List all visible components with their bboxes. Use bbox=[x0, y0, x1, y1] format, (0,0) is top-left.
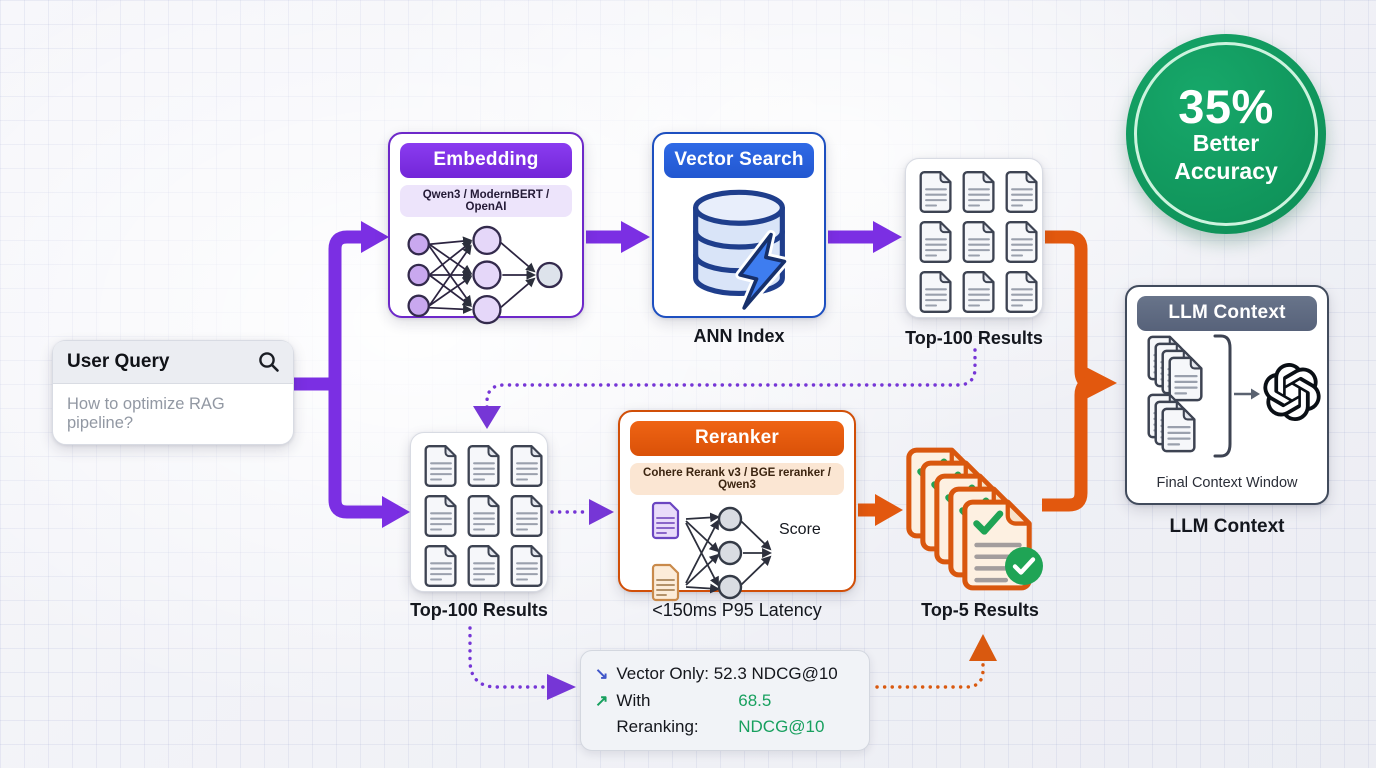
document-icon bbox=[466, 544, 502, 588]
metric-vector-only-text: Vector Only: 52.3 NDCG@10 bbox=[616, 664, 838, 683]
user-query-header: User Query bbox=[53, 341, 293, 384]
document-icon bbox=[1159, 407, 1199, 453]
document-icon bbox=[1004, 220, 1040, 264]
bracket-icon bbox=[1213, 334, 1232, 458]
user-query-box: User Query How to optimize RAG pipeline? bbox=[52, 340, 294, 445]
top100-results-bottom-box bbox=[410, 432, 548, 592]
openai-logo-icon bbox=[1263, 363, 1321, 421]
document-icon bbox=[961, 270, 997, 314]
llm-context-header: LLM Context bbox=[1137, 296, 1317, 331]
top5-results-stack bbox=[903, 446, 1043, 596]
arrow-down-right-icon: ↘ bbox=[595, 666, 609, 683]
checkmark-badge-icon bbox=[1005, 547, 1043, 585]
document-grid bbox=[411, 433, 547, 599]
flow-top100-to-llm bbox=[1045, 230, 1091, 390]
embedding-header: Embedding bbox=[400, 143, 572, 178]
document-icon bbox=[918, 220, 954, 264]
arrowhead-top5 bbox=[875, 494, 903, 526]
llm-context-caption: LLM Context bbox=[1169, 516, 1285, 537]
embedding-models: Qwen3 / ModernBERT / OpenAI bbox=[400, 185, 572, 217]
top100-results-top-box bbox=[905, 158, 1043, 318]
arrowhead-dotted-down bbox=[473, 406, 501, 429]
vector-search-box: Vector Search bbox=[652, 132, 826, 318]
document-icon bbox=[509, 444, 545, 488]
top100-top-caption: Top-100 Results bbox=[905, 328, 1043, 348]
user-query-text: How to optimize RAG pipeline? bbox=[67, 395, 225, 432]
metric-with-reranking: ↗ With Reranking: 68.5 NDCG@10 bbox=[595, 688, 855, 741]
arrowhead-llm bbox=[1086, 367, 1117, 399]
arrow-up-right-icon: ↗ bbox=[595, 692, 609, 710]
metrics-box: ↘ Vector Only: 52.3 NDCG@10 ↗ With Reran… bbox=[580, 650, 870, 752]
document-peach-icon bbox=[651, 563, 680, 602]
top100-bottom-caption: Top-100 Results bbox=[410, 600, 548, 620]
document-icon bbox=[961, 170, 997, 214]
flow-dotted-top100-down bbox=[485, 348, 977, 410]
vector-search-header: Vector Search bbox=[664, 143, 814, 178]
reranker-models: Cohere Rerank v3 / BGE reranker / Qwen3 bbox=[630, 463, 844, 495]
arrowhead-top100-bottom bbox=[382, 496, 410, 528]
document-icon bbox=[423, 494, 459, 538]
flow-dotted-top100-to-metrics bbox=[468, 626, 550, 689]
flow-userquery-to-top100 bbox=[328, 384, 383, 519]
latency-caption: <150ms P95 Latency bbox=[652, 600, 822, 620]
arrowhead-dotted-reranker bbox=[589, 499, 614, 525]
document-icon bbox=[466, 494, 502, 538]
document-icon bbox=[466, 444, 502, 488]
document-grid bbox=[906, 159, 1042, 325]
user-query-title: User Query bbox=[67, 351, 170, 372]
context-doc-stack-bottom bbox=[1145, 393, 1207, 461]
badge-line1: Better bbox=[1192, 130, 1260, 157]
document-icon bbox=[961, 220, 997, 264]
ann-index-caption: ANN Index bbox=[693, 326, 785, 346]
document-icon bbox=[918, 170, 954, 214]
arrowhead-vector bbox=[621, 221, 650, 253]
embedding-box: Embedding Qwen3 / ModernBERT / OpenAI bbox=[388, 132, 584, 325]
reranker-score-icon bbox=[651, 501, 772, 602]
document-icon bbox=[1004, 270, 1040, 314]
neural-network-icon bbox=[407, 225, 563, 325]
document-icon bbox=[423, 544, 459, 588]
document-icon bbox=[1004, 170, 1040, 214]
metric-reranking-value: 68.5 NDCG@10 bbox=[738, 690, 825, 737]
accuracy-badge: 35% Better Accuracy bbox=[1126, 34, 1326, 234]
badge-line2: Accuracy bbox=[1174, 157, 1278, 184]
reranker-box: Reranker Cohere Rerank v3 / BGE reranker… bbox=[618, 410, 856, 602]
arrowhead-dotted-top5 bbox=[969, 634, 997, 661]
arrowhead-dotted-metrics bbox=[547, 674, 576, 700]
metric-vector-only: ↘ Vector Only: 52.3 NDCG@10 bbox=[595, 661, 855, 688]
arrow-right-icon bbox=[1234, 388, 1260, 400]
document-purple-icon bbox=[651, 501, 680, 540]
metric-reranking-label: With Reranking: bbox=[616, 690, 699, 737]
search-icon bbox=[259, 352, 279, 372]
badge-percent: 35% bbox=[1178, 80, 1274, 134]
document-icon bbox=[423, 444, 459, 488]
document-icon bbox=[509, 544, 545, 588]
flow-top5-to-llm bbox=[1042, 377, 1091, 512]
document-icon bbox=[918, 270, 954, 314]
arrowhead-top100-top bbox=[873, 221, 902, 253]
database-icon bbox=[693, 189, 790, 311]
arrowhead-embedding bbox=[361, 221, 389, 253]
top5-caption: Top-5 Results bbox=[921, 600, 1039, 620]
score-label: Score bbox=[779, 521, 821, 538]
flow-dotted-metrics-to-top5 bbox=[875, 660, 985, 689]
lightning-icon bbox=[735, 229, 790, 311]
document-icon bbox=[509, 494, 545, 538]
reranker-header: Reranker bbox=[630, 421, 844, 456]
llm-context-box: LLM Context Final bbox=[1125, 285, 1329, 505]
llm-context-illustration bbox=[1127, 331, 1327, 461]
final-context-caption: Final Context Window bbox=[1156, 475, 1298, 491]
flow-userquery-to-embedding bbox=[328, 230, 362, 384]
